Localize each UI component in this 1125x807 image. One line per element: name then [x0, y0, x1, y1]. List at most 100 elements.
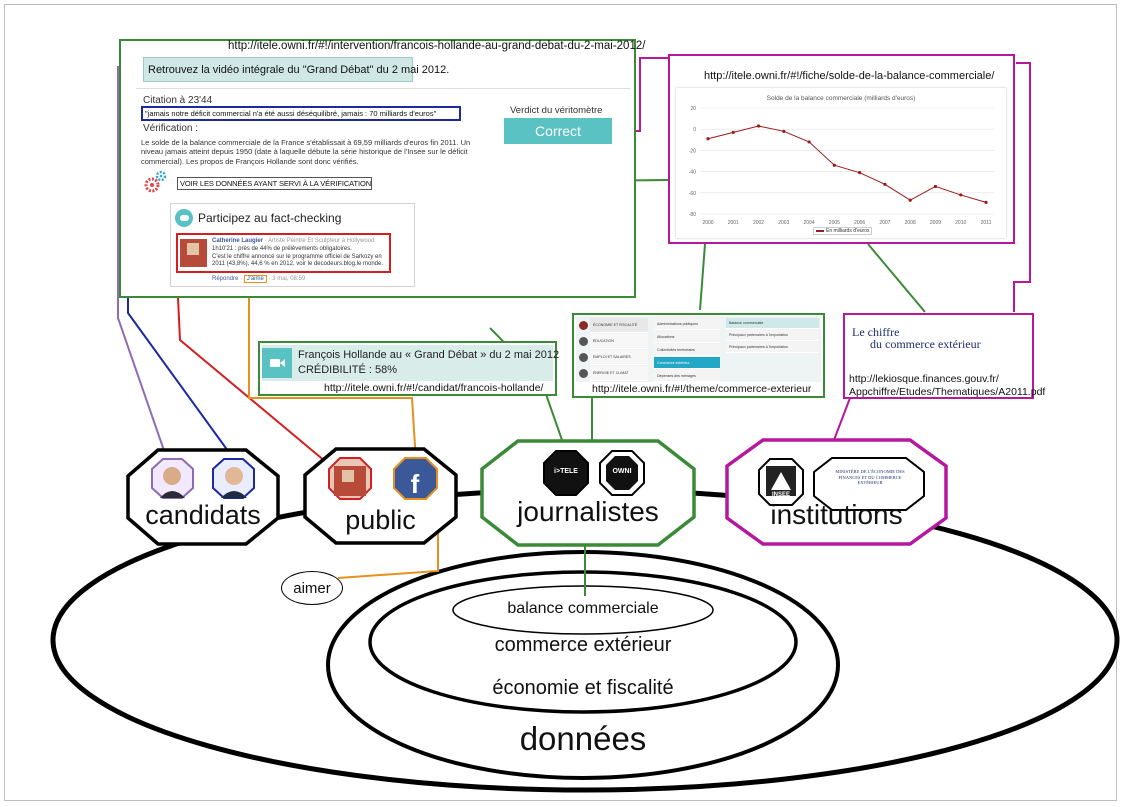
itele-logo-icon — [543, 450, 589, 496]
link-chart-menu — [699, 243, 706, 311]
facebook-icon — [393, 457, 438, 500]
data-point — [731, 130, 735, 134]
ministry-logo-text: MINISTÈRE DE L'ÉCONOMIE DES FINANCES ET … — [835, 469, 905, 486]
label-candidats: candidats — [145, 500, 261, 530]
verdict-value: Correct — [535, 123, 581, 139]
comment-content: Catherine Laugier · Artiste Peintre Et S… — [212, 238, 388, 269]
series-line — [707, 125, 987, 203]
commenter-avatar[interactable] — [180, 239, 207, 267]
participate-heading: Participez au fact-checking — [198, 211, 342, 225]
legend-marker — [816, 230, 824, 232]
chiffre-logo-line1: Le chiffre — [852, 325, 900, 339]
x-tick-label: 2006 — [854, 220, 865, 226]
menu-mid-item[interactable]: Allocations — [654, 331, 720, 343]
video-link-button[interactable]: Retrouvez la vidéo intégrale du "Grand D… — [143, 57, 449, 82]
data-link-button[interactable]: VOIR LES DONNÉES AYANT SERVI À LA VÉRIFI… — [177, 177, 372, 190]
data-point — [807, 140, 811, 144]
insee-logo-text: INSEE — [771, 492, 790, 498]
like-link[interactable]: J'aime — [243, 275, 267, 283]
menu-category-icon — [579, 369, 588, 378]
video-camera-icon — [262, 348, 292, 378]
institution-url-line1[interactable]: http://lekiosque.finances.gouv.fr/ — [849, 373, 999, 385]
debate-url[interactable]: http://itele.owni.fr/#!/intervention/fra… — [228, 40, 646, 52]
svg-text:f: f — [411, 469, 420, 499]
data-point — [782, 129, 786, 133]
menu-mid-item[interactable]: Commerce extérieur — [654, 357, 720, 369]
comment-role: · Artiste Peintre Et Sculpteur à Hollywo… — [264, 238, 375, 244]
y-tick-label: -40 — [689, 170, 696, 176]
ellipse-economie — [326, 550, 840, 780]
comment-actions: Répondre · J'aime · 3 mai, 08:59 — [212, 275, 306, 283]
menu-right-item[interactable]: Principaux partenaires à l'importation — [726, 342, 819, 353]
y-tick-label: 0 — [693, 127, 696, 133]
ellipse-balance — [452, 585, 714, 635]
aimer-label: aimer — [293, 579, 331, 597]
video-link-label: Retrouvez la vidéo intégrale du "Grand D… — [148, 63, 450, 76]
x-tick-label: 2000 — [702, 220, 713, 226]
y-tick-label: -80 — [689, 212, 696, 218]
chart-card — [676, 88, 1006, 238]
menu-left-item[interactable]: ÉNERGIE ET CLIMAT — [590, 366, 648, 381]
data-point — [908, 198, 912, 202]
aimer-bubble: aimer — [281, 571, 343, 605]
menu-right-item[interactable]: Principaux partenaires à l'exportation — [726, 330, 819, 341]
x-tick-label: 2005 — [829, 220, 840, 226]
x-tick-label: 2007 — [879, 220, 890, 226]
menu-left-item[interactable]: ÉDUCATION — [590, 334, 648, 349]
chart-title: Solde de la balance commerciale (milliar… — [766, 95, 916, 102]
menu-left-item[interactable]: EMPLOI ET SALAIRES — [590, 350, 648, 365]
owni-logo-text: OWNI — [612, 468, 632, 475]
link-chart-doc — [867, 243, 926, 313]
verdict-button[interactable]: Correct — [504, 118, 612, 144]
x-tick-label: 2011 — [981, 220, 992, 226]
data-point — [933, 184, 938, 189]
data-point — [706, 137, 710, 141]
level-economie-label: économie et fiscalité — [492, 677, 674, 699]
data-point — [858, 171, 862, 175]
suit-hollande-icon — [221, 491, 247, 498]
itele-logo-text: i>TELE — [554, 468, 578, 475]
menu-mid-item[interactable]: Administrations publiques — [654, 318, 720, 330]
data-point — [984, 200, 988, 204]
comment-author[interactable]: Catherine Laugier — [212, 238, 264, 244]
gears-icon — [144, 170, 167, 193]
quote-text: "jamais notre déficit commercial n'a été… — [145, 109, 437, 118]
menu-right-item[interactable]: Balance commerciale — [726, 318, 819, 329]
y-tick-label: 20 — [690, 106, 696, 112]
comment-line2: C'est le chiffre annoncé sur le programm… — [212, 253, 383, 268]
data-point — [756, 124, 761, 128]
menu-left-item[interactable]: ÉCONOMIE ET FISCALITÉ — [590, 318, 648, 333]
institution-doc-panel — [843, 313, 1034, 399]
data-point — [883, 182, 887, 186]
link-public-like — [248, 290, 417, 463]
menu-mid-item[interactable]: Dépenses des ménages — [654, 370, 720, 382]
chart-url[interactable]: http://itele.owni.fr/#!/fiche/solde-de-l… — [704, 70, 995, 82]
menu-category-icon — [579, 337, 588, 346]
suit-sarkozy-icon — [160, 491, 185, 498]
ellipse-commerce — [368, 570, 798, 714]
menu-mid-item[interactable]: Collectivités territoriales — [654, 344, 720, 356]
candidate-card-title: François Hollande au « Grand Débat » du … — [298, 349, 560, 361]
label-public: public — [345, 505, 416, 535]
theme-url[interactable]: http://itele.owni.fr/#!/theme/commerce-e… — [592, 383, 812, 395]
level-commerce-label: commerce extérieur — [494, 634, 672, 656]
verification-label: Vérification : — [143, 123, 199, 134]
comment-date: 3 mai, 08:59 — [272, 276, 306, 282]
link-doc-institutions — [833, 397, 851, 441]
level-donnees-label: données — [519, 720, 647, 757]
citation-time: Citation à 23'44 — [143, 95, 213, 106]
y-tick-label: -60 — [689, 191, 696, 197]
quote-box: "jamais notre déficit commercial n'a été… — [141, 106, 461, 121]
participate-card — [170, 203, 415, 287]
candidate-card-url[interactable]: http://itele.owni.fr/#!/candidat/francoi… — [324, 382, 544, 394]
label-institutions: institutions — [770, 499, 903, 530]
x-tick-label: 2010 — [955, 220, 966, 226]
comment-box — [176, 233, 391, 273]
x-tick-label: 2009 — [930, 220, 941, 226]
institution-url-line2[interactable]: Appchiffre/Etudes/Thematiques/A2011.pdf — [849, 386, 1046, 398]
reply-link[interactable]: Répondre — [212, 276, 239, 282]
face-sarkozy-icon — [163, 467, 181, 485]
